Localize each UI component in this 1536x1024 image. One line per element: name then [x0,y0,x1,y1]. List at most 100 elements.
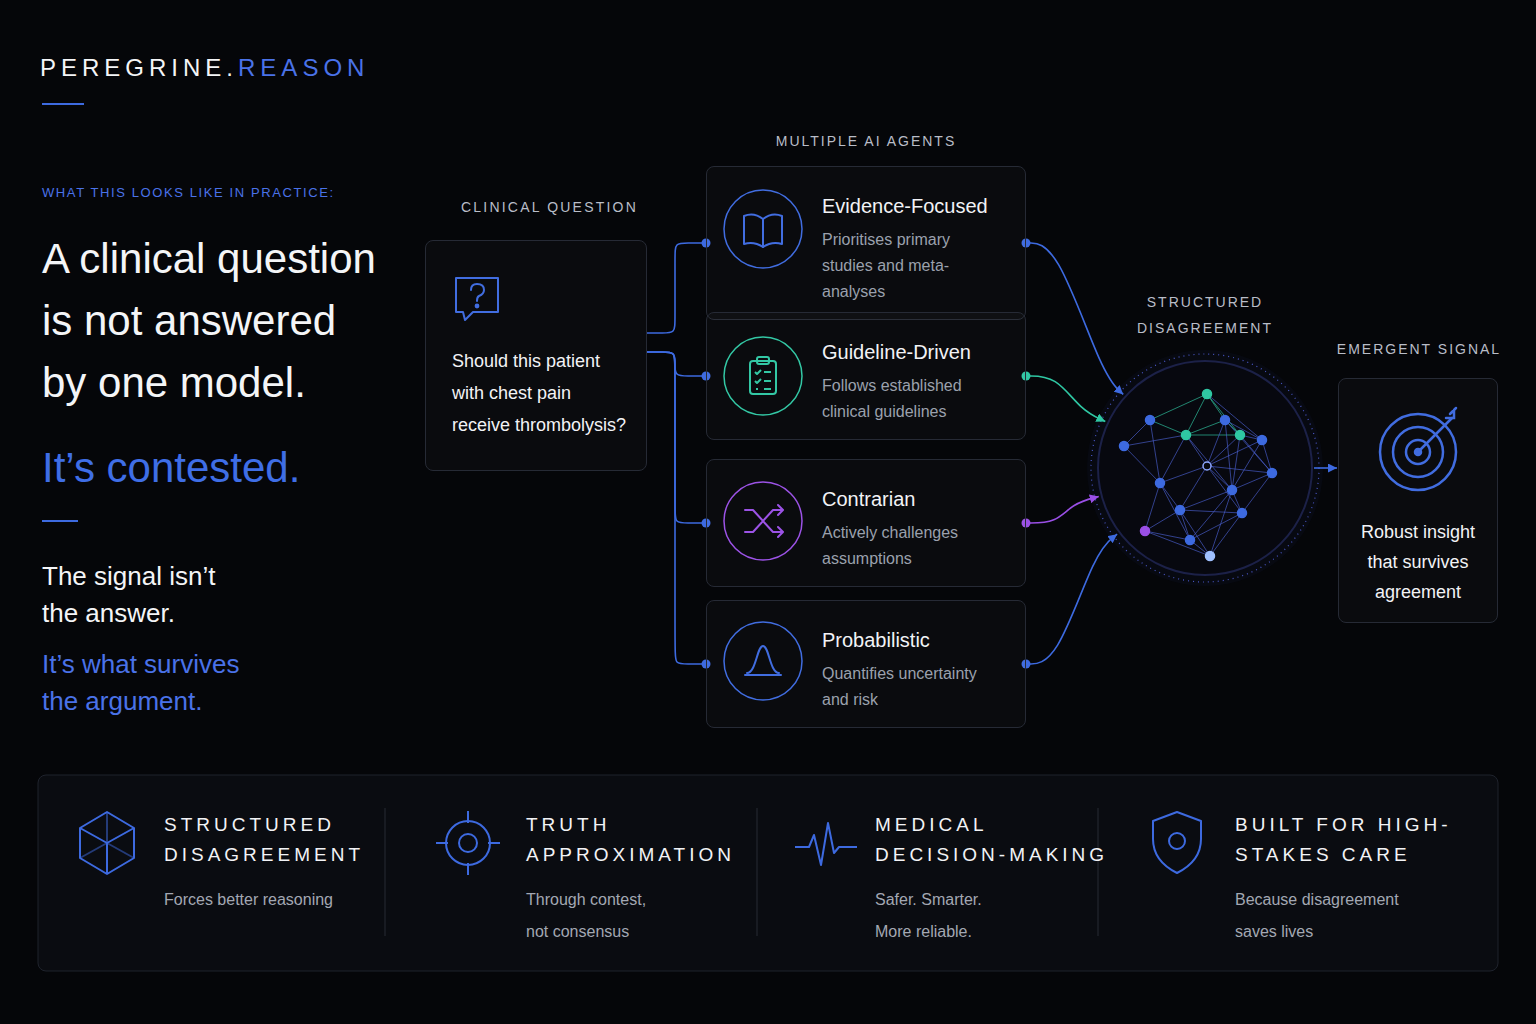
question-box: CLINICAL QUESTIONShould this patient wit… [425,240,647,471]
cube-icon [80,812,134,874]
network-link [1150,394,1207,420]
crosshair-icon [459,834,477,852]
network-link [1145,531,1190,540]
network-link [1225,420,1262,440]
tagline: The signal isn’t the answer. [42,558,252,632]
cube-icon [80,812,134,874]
network-node [1236,431,1245,440]
feature-title: BUILT FOR HIGH-STAKES CARE [1235,810,1490,870]
bottom-band [757,808,758,936]
network-graph [1120,390,1277,561]
node-text: Actively challenges assumptions [822,520,1005,572]
network-link [1160,435,1186,483]
node-text: Prioritises primary studies and meta-ana… [822,227,1005,305]
network-link [1180,466,1207,510]
node-title: STRUCTURED DISAGREEMENT [1120,289,1290,341]
network-link [1180,510,1210,556]
node-title: EMERGENT SIGNAL [1309,341,1529,357]
cube-icon [107,843,134,858]
network-link [1210,513,1242,556]
node-title: Guideline-Driven [822,339,1005,365]
column-header: MULTIPLE AI AGENTS [706,132,1026,150]
headline-accent: It’s contested. [42,440,300,495]
disagreement-circle: STRUCTURED DISAGREEMENT [1098,361,1312,575]
cube-icon [106,843,108,874]
connector [1026,534,1117,664]
network-link [1160,483,1190,540]
feature-title: TRUTH APPROXIMATION [526,810,746,870]
connector [647,352,706,376]
network-link [1186,394,1207,435]
network-node [1120,442,1129,451]
network-link [1180,510,1242,513]
bottom-band [38,775,1498,971]
network-node [1176,506,1185,515]
network-link [1225,420,1232,490]
feature-text: Forces better reasoning [164,884,364,916]
network-link [1207,420,1225,466]
connector [1314,467,1337,469]
node-title: Probabilistic [822,627,1005,653]
feature-title: MEDICAL DECISION-MAKING [875,810,1110,870]
bottom-band [1098,808,1099,936]
crosshair-icon [467,811,469,823]
network-link [1210,490,1232,556]
tagline-accent: It’s what survives the argument. [42,646,262,720]
network-link [1232,440,1262,490]
network-link [1242,473,1272,513]
network-link [1186,420,1225,435]
network-node [1228,486,1237,495]
disagreement-ring [1098,361,1312,575]
network-link [1186,435,1232,490]
node-title: CLINICAL QUESTION [439,199,660,215]
network-link [1190,513,1242,540]
network-node [1206,552,1215,561]
network-link [1207,394,1240,435]
cube-icon [106,812,108,843]
section-kicker: WHAT THIS LOOKS LIKE IN PRACTICE: [42,184,335,201]
connector [647,243,706,333]
network-link [1207,466,1272,473]
feature-text: Safer. Smarter. More reliable. [875,884,1005,948]
connector [1026,243,1123,394]
network-link [1207,435,1240,466]
agent-box: Guideline-DrivenFollows established clin… [706,312,1026,440]
network-node [1258,436,1267,445]
network-link [1186,435,1240,436]
network-link [1207,394,1262,440]
headline: A clinical question is not answered by o… [42,228,387,414]
divider-rule [42,520,78,522]
node-text: Robust insight that survives agreement [1353,517,1483,607]
node-title: Evidence-Focused [822,193,1005,219]
crosshair-icon [488,842,500,844]
network-link [1124,420,1150,446]
connector [647,352,706,664]
connector [647,352,706,523]
signal-box: EMERGENT SIGNALRobust insight that survi… [1338,378,1498,623]
network-node [1156,479,1165,488]
network-link [1190,490,1232,540]
disagreement-ring [1087,350,1323,586]
node-text: Should this patient with chest pain rece… [452,345,632,441]
network-node [1268,469,1277,478]
network-link [1150,420,1186,435]
bottom-band [38,775,1498,971]
shield-icon [1153,812,1201,873]
agent-box: ContrarianActively challenges assumption… [706,459,1026,587]
shield-icon [1153,812,1201,873]
network-node [1182,431,1191,440]
network-node [1141,527,1150,536]
network-link [1124,446,1160,483]
feature-text: Through contest, not consensus [526,884,656,948]
agent-box: Evidence-FocusedPrioritises primary stud… [706,166,1026,320]
feature-text: Because disagreement saves lives [1235,884,1425,948]
network-link [1186,435,1207,466]
network-node [1203,462,1211,470]
network-node [1221,416,1230,425]
cube-icon [80,843,107,858]
brand-name: PEREGRINE. [40,52,238,83]
node-title: Contrarian [822,486,1005,512]
node-text: Follows established clinical guidelines [822,373,1005,425]
brand-suffix: REASON [238,52,369,83]
agent-box: ProbabilisticQuantifies uncertainty and … [706,600,1026,728]
